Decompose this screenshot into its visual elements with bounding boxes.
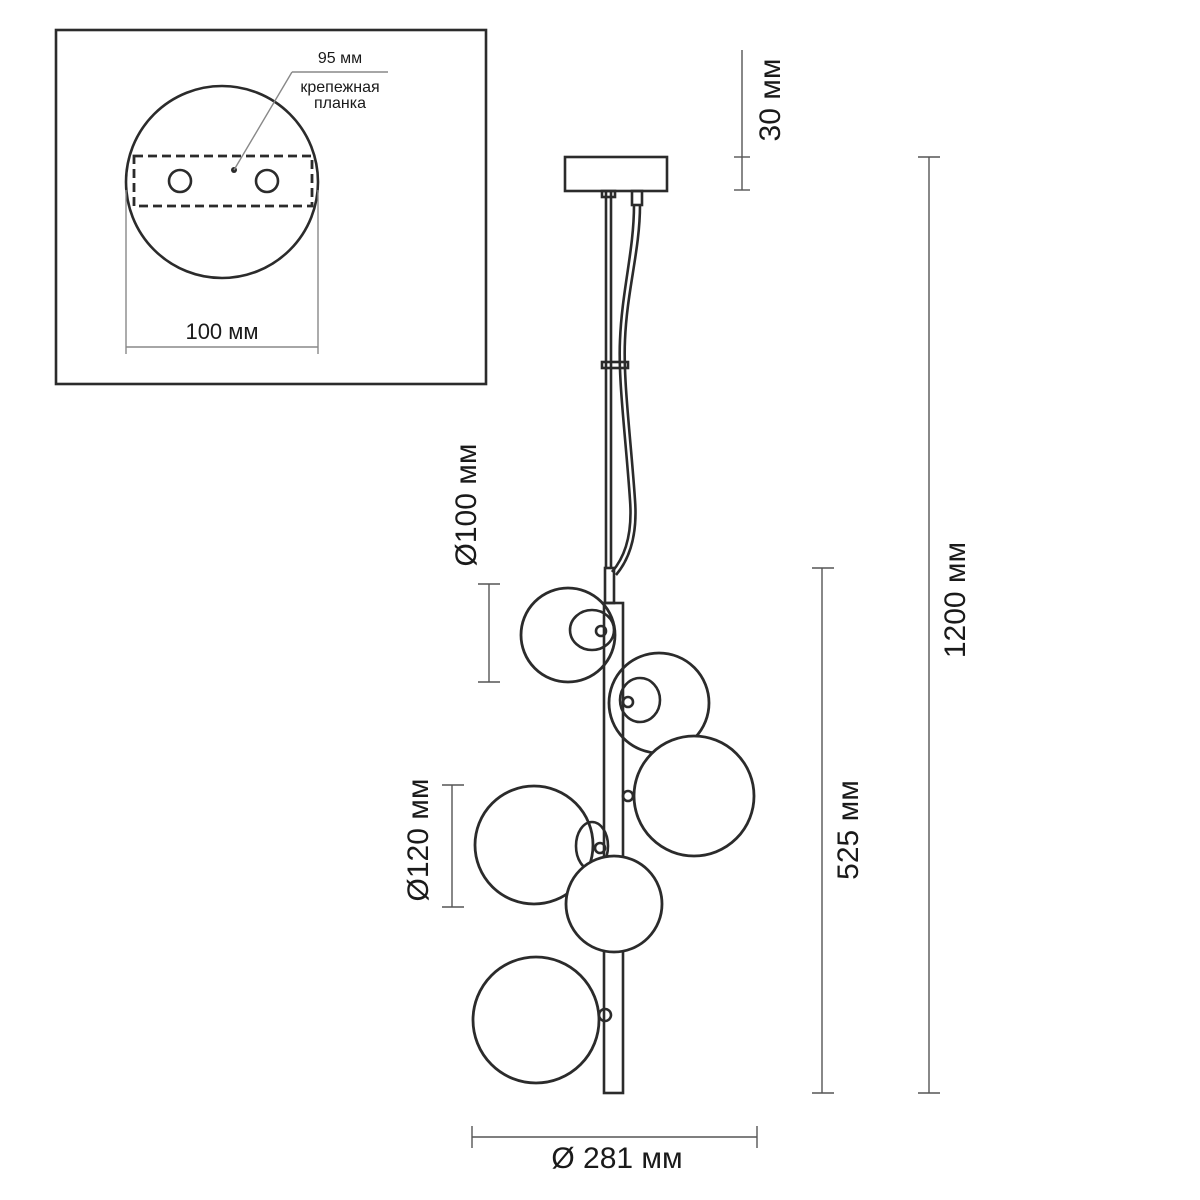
inset-frame [54,28,488,386]
bracket-leader-line [233,71,293,171]
central-tube-top [603,566,616,605]
mounting-bracket-dashed [132,154,314,208]
power-cable-2 [615,204,642,576]
dimension-lines: 30 мм 1200 мм 525 мм Ø100 мм Ø120 мм Ø 2… [402,50,972,1175]
joint-3 [621,789,635,803]
joint-1 [594,624,608,638]
overall-diameter-label: Ø 281 мм [551,1142,682,1175]
bracket-name-line2: планка [314,95,366,112]
globe-neck-upper-right [618,676,662,724]
rod-connector-top [600,189,617,199]
globe-large-right [632,734,756,858]
screw-hole-right [254,168,280,194]
screw-hole-left [167,168,193,194]
body-height-label: 525 мм [832,780,865,880]
power-cable [611,204,636,573]
large-globe-diameter-label: Ø120 мм [402,779,435,902]
bracket-width-label: 95 мм [318,50,362,67]
canopy-and-suspension [563,155,669,576]
total-height-label: 1200 мм [939,542,972,658]
cable-entry [630,189,644,207]
canopy-inset: 95 мм крепежная планка 100 мм [54,28,488,386]
canopy-height-label: 30 мм [754,59,787,142]
joint-4 [593,841,607,855]
canopy-diameter-label: 100 мм [185,319,258,344]
joint-2 [621,695,635,709]
canopy [563,155,669,193]
globe-large-left [473,784,595,906]
globe-small-upper-left [519,586,617,684]
bracket-name-line1: крепежная [300,79,379,96]
globe-neck-upper-left [568,608,616,652]
globe-bottom [471,955,601,1085]
lamp-body [471,566,756,1095]
canopy-bottom-circle [124,84,320,280]
globe-middle-front [564,854,664,954]
small-globe-diameter-label: Ø100 мм [450,444,483,567]
cable-clip [600,360,630,370]
